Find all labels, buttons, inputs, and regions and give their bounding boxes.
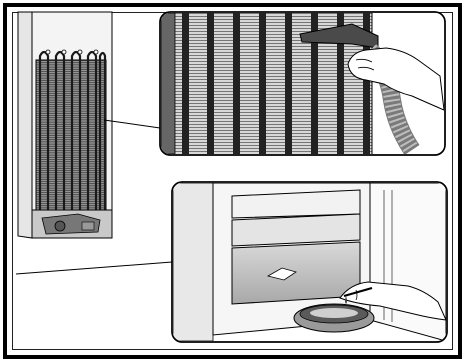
- fridge-back-view: [18, 12, 112, 238]
- condenser-cleaning-panel: [160, 12, 445, 155]
- drawer-middle: [232, 214, 360, 246]
- drawer-bottom: [232, 242, 360, 304]
- drain-tray-panel: [172, 182, 447, 342]
- callout-line-bottom: [16, 262, 172, 274]
